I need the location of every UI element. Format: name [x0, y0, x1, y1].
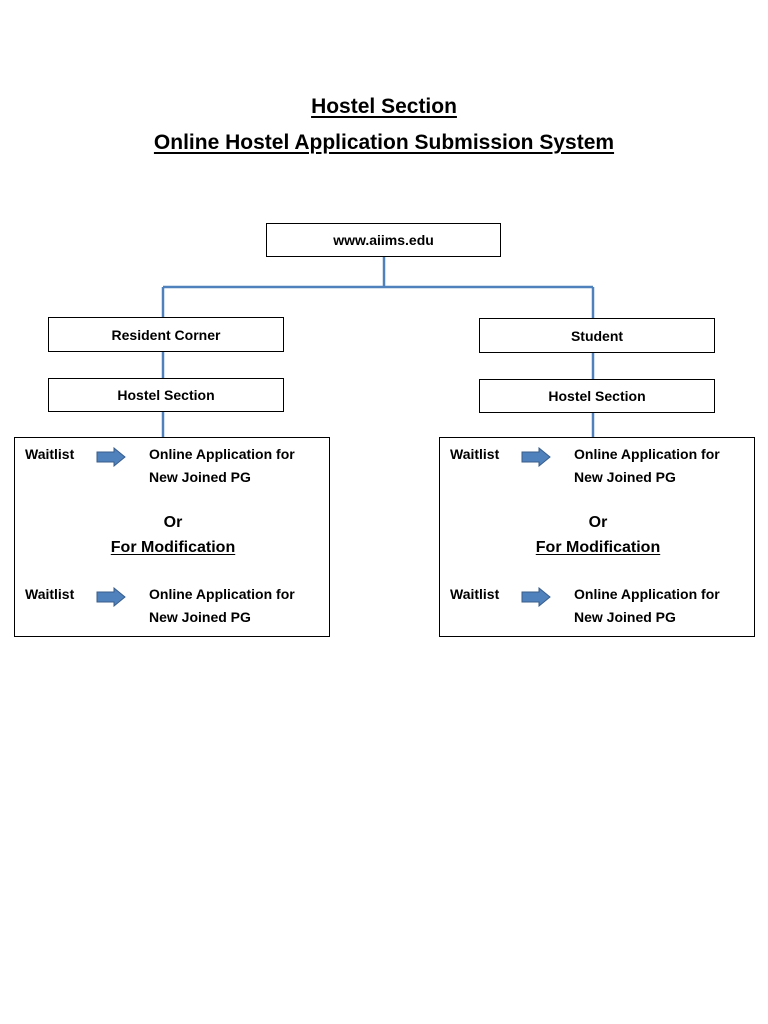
branch-node-student: Student [479, 318, 715, 353]
application-panel-left: Waitlist Online Application for New Join… [14, 437, 330, 637]
modification-label: For Modification [110, 539, 236, 556]
right-arrow-icon [521, 447, 551, 467]
page-title: Hostel Section [311, 95, 457, 118]
root-label: www.aiims.edu [333, 232, 434, 248]
branch-label: Student [570, 327, 624, 344]
modification-label: For Modification [535, 539, 661, 556]
waitlist-label: Waitlist [25, 586, 75, 602]
application-label: Online Application for New Joined PG [574, 446, 720, 485]
waitlist-label: Waitlist [450, 586, 500, 602]
application-label: Online Application for New Joined PG [149, 446, 295, 485]
waitlist-label: Waitlist [450, 446, 500, 462]
section-label: Hostel Section [548, 388, 646, 404]
section-label: Hostel Section [117, 387, 215, 403]
application-label: Online Application for New Joined PG [574, 586, 720, 625]
page-subtitle: Online Hostel Application Submission Sys… [153, 131, 615, 154]
branch-node-resident-corner: Resident Corner [48, 317, 284, 352]
branch-label: Resident Corner [111, 326, 221, 343]
or-label: Or [163, 514, 183, 531]
or-label: Or [588, 514, 608, 531]
root-node: www.aiims.edu [266, 223, 501, 257]
hostel-section-node-right: Hostel Section [479, 379, 715, 413]
hostel-section-node-left: Hostel Section [48, 378, 284, 412]
right-arrow-icon [96, 587, 126, 607]
right-arrow-icon [96, 447, 126, 467]
waitlist-label: Waitlist [25, 446, 75, 462]
right-arrow-icon [521, 587, 551, 607]
application-panel-right: Waitlist Online Application for New Join… [439, 437, 755, 637]
application-label: Online Application for New Joined PG [149, 586, 295, 625]
